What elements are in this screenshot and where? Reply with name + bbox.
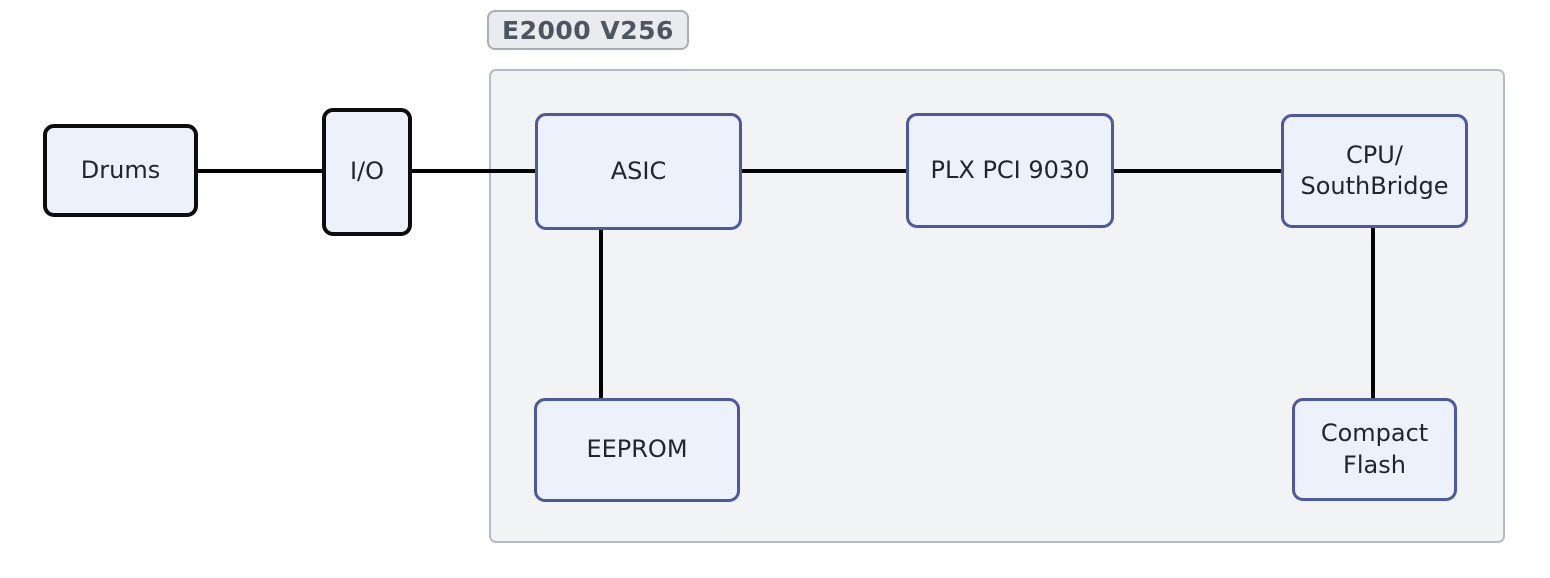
node-plx-pci-9030: PLX PCI 9030 [906,113,1114,228]
group-title-badge: E2000 V256 [487,10,689,50]
node-asic: ASIC [535,113,742,230]
edge-asic-eeprom [599,230,603,398]
node-cpu-southbridge: CPU/ SouthBridge [1281,114,1468,228]
edge-cpu-southbridge-compact-flash [1371,228,1375,398]
node-drums: Drums [43,124,198,217]
edge-plx-pci-9030-cpu-southbridge [1114,169,1281,173]
edge-drums-io [198,169,322,173]
edge-asic-plx-pci-9030 [742,169,906,173]
node-io: I/O [322,108,412,236]
edge-io-asic [412,169,535,173]
node-eeprom: EEPROM [534,398,740,502]
node-compact-flash: Compact Flash [1292,398,1457,501]
